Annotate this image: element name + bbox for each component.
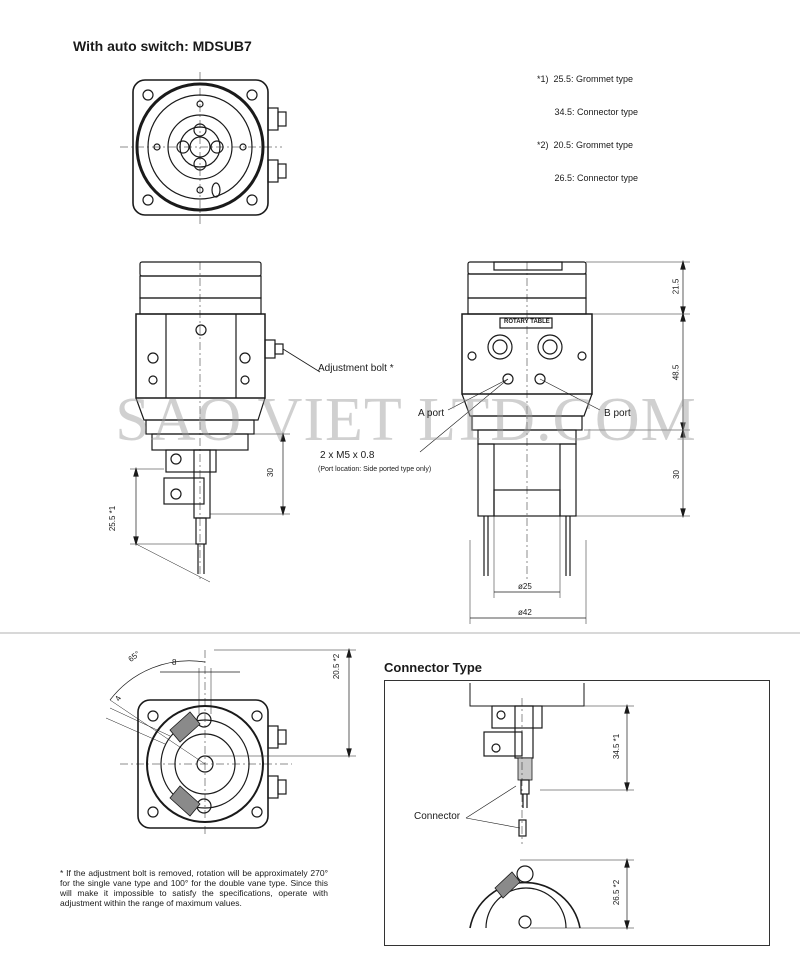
page-title: With auto switch: MDSUB7 — [73, 38, 252, 54]
rotary-table-plate: ROTARY TABLE — [504, 319, 550, 325]
adjustment-bolt-label: Adjustment bolt * — [318, 363, 394, 374]
dia-42-label: ø42 — [518, 608, 532, 617]
connector-detail — [465, 683, 634, 931]
b-port-label: B port — [604, 408, 631, 419]
connector-label: Connector — [414, 811, 461, 822]
note-line-4: 26.5: Connector type — [537, 173, 639, 183]
a-port-label: A port — [418, 408, 445, 419]
connector-type-box — [384, 680, 770, 946]
port-thread-label: 2 x M5 x 0.8 — [320, 450, 375, 461]
connector-dim-34-5: 34.5 *1 — [612, 733, 622, 760]
section-separator — [0, 632, 800, 634]
front-dim-30: 30 — [671, 470, 681, 479]
front-dim-48-5: 48.5 — [671, 364, 681, 381]
front-view — [419, 259, 690, 624]
connector-type-title: Connector Type — [384, 660, 482, 675]
side-dim-30: 30 — [265, 468, 275, 477]
dia-25-label: ø25 — [518, 582, 532, 591]
note-line-3: *2) 20.5: Grommet type — [537, 140, 634, 150]
front-dim-21-5: 21.5 — [671, 278, 681, 295]
dimension-notes: *1) 25.5: Grommet type 34.5: Connector t… — [537, 52, 638, 195]
port-location-note: (Port location: Side ported type only) — [318, 466, 432, 473]
bottom-dim-8: 8 — [172, 658, 177, 667]
note-line-2: 34.5: Connector type — [537, 107, 639, 117]
top-view — [120, 72, 287, 225]
connector-dim-26-5: 26.5 *2 — [612, 879, 622, 906]
watermark-text: SAO VIET LTD.COM — [115, 386, 697, 454]
side-dim-25-5: 25.5 *1 — [108, 505, 118, 532]
bottom-dim-20-5: 20.5 *2 — [332, 653, 342, 680]
bottom-view — [105, 647, 356, 836]
side-view — [130, 261, 321, 583]
adjustment-bolt-footnote: * If the adjustment bolt is removed, rot… — [60, 868, 328, 908]
note-line-1: *1) 25.5: Grommet type — [537, 74, 634, 84]
